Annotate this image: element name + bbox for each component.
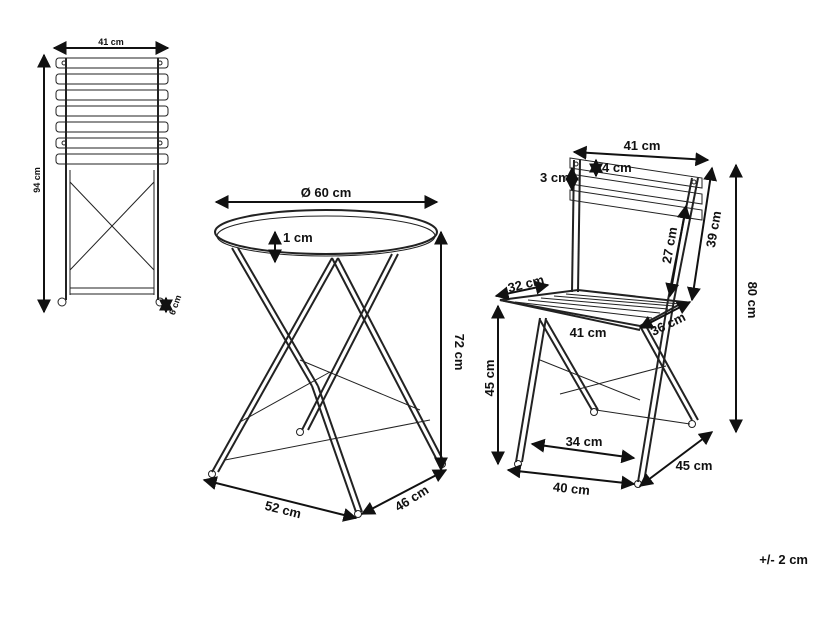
tolerance-note: +/- 2 cm [759,552,808,567]
table-diameter-label: Ø 60 cm [301,185,352,200]
chair-total-height-label: 80 cm [745,282,760,319]
chair-back-width-dimension [572,145,710,167]
chair-seat-width-label: 41 cm [570,325,607,340]
chair-back-height-label: 27 cm [659,226,680,265]
chair-seat-depth-label: 32 cm [506,272,545,295]
table-top [214,209,438,255]
chair-base-width-label: 40 cm [552,479,590,498]
table-height-label: 72 cm [452,334,467,371]
folded-chair-depth-label: 6 cm [167,294,183,317]
chair-leg-span-dimension [530,438,636,464]
folded-chair-height-label: 94 cm [32,167,42,193]
chair-seat-side-dimension [638,301,692,329]
chair-base-depth-dimension [638,431,714,487]
table-depth-dimension [360,469,448,515]
chair-drawing: 41 cm 4 cm 3 cm 27 cm 39 cm 80 cm 32 cm … [482,138,760,498]
chair-back-outer-label: 39 cm [703,210,724,249]
chair-back-height-dimension [665,204,691,298]
chair-leg-span-label: 34 cm [566,434,603,449]
folded-chair-slats [55,57,169,165]
chair-backrest [569,157,703,221]
folded-chair-width-label: 41 cm [98,37,124,47]
table-length-label: 52 cm [263,498,302,521]
folded-chair-frame [57,58,165,307]
table-legs [208,247,446,518]
table-top-thickness-label: 1 cm [283,230,313,245]
chair-back-width-label: 41 cm [624,138,661,153]
chair-base-depth-label: 45 cm [676,458,713,473]
chair-base-width-dimension [506,464,636,490]
table-drawing: Ø 60 cm 1 cm 72 cm 52 cm 46 cm [202,185,467,522]
folded-chair-drawing: 41 cm 94 cm 6 cm [32,37,183,316]
chair-seat-height-label: 45 cm [482,360,497,397]
chair-seat-depth-dimension [494,280,550,301]
table-length-dimension [202,476,358,522]
chair-back-gap-label: 3 cm [540,170,570,185]
chair-back-outer-dimension [686,166,718,302]
chair-back-slat-label: 4 cm [602,160,632,175]
